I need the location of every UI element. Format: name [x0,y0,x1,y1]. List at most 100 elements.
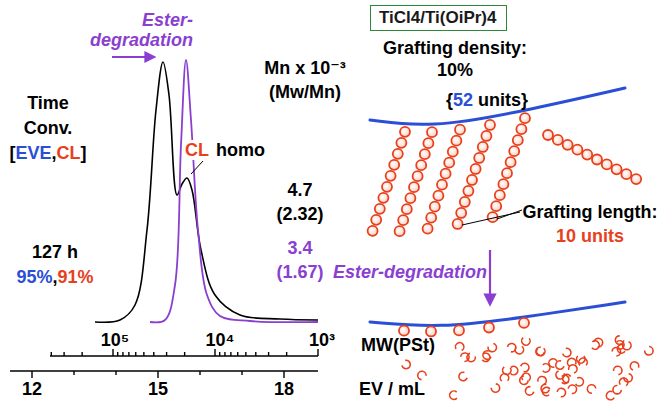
cl-unit [481,131,491,141]
cl-unit [423,224,433,234]
cl-unit [368,226,378,236]
cl-unit [402,204,412,214]
cl-unit [519,318,529,328]
axis-note: Time [27,93,69,113]
annotation: 10% [437,60,473,80]
cl-unit [572,145,582,155]
cl-fragment [614,335,625,346]
tick [317,349,318,356]
axis-title: MW(PSt) [361,335,435,355]
cl-fragment [594,337,605,348]
label-part: 52 [453,90,473,110]
cl-unit [426,326,436,336]
cl-unit [502,168,512,178]
cl-unit [416,160,426,170]
cl-unit [386,171,396,181]
cl-unit [451,136,461,146]
cl-unit [498,179,508,189]
cl-unit [430,202,440,212]
label-part: , [52,143,57,163]
cl-fragment [547,357,557,368]
cl-unit [612,164,622,174]
cl-fragment [515,346,525,354]
tick [268,352,269,356]
tick [81,352,82,356]
tick [286,352,287,356]
tick-label: 10³ [309,330,335,350]
cl-fragment [534,346,545,357]
cl-unit [456,208,466,218]
time-value: 127 h [32,242,78,262]
cl-unit [455,125,465,135]
tick [157,371,158,378]
cl-unit [444,158,454,168]
tick-label: 10⁴ [206,330,235,350]
leader-line [191,161,203,174]
cl-unit [405,193,415,203]
cl-fragment [455,342,465,351]
cl-unit [441,169,451,179]
cl-unit [520,113,530,123]
cl-unit [423,138,433,148]
cl-unit [506,157,516,167]
cl-unit [491,201,501,211]
tick [245,352,246,356]
cl-fragment [511,366,518,375]
mn-value: 4.7 [287,180,312,200]
cl-fragment [592,341,600,350]
shift-arrow [112,56,154,58]
cl-fragment [450,391,457,400]
ev-axis [10,370,318,371]
tick [199,371,200,375]
axis-note: Conv. [24,118,73,138]
label-part: { [446,90,453,110]
tick [255,352,256,356]
mn-value: 3.4 [287,238,312,258]
cl-fragment [575,377,584,387]
cl-unit [393,149,403,159]
cl-unit [467,175,477,185]
cl-unit [378,193,388,203]
cl-unit [471,164,481,174]
label-group: 95%,91% [16,267,93,287]
cl-unit [478,142,488,152]
cl-unit [448,147,458,157]
label-part: CL [184,140,210,160]
tick [31,371,32,378]
label-part: , [52,267,57,287]
cl-unit [495,190,505,200]
label-part: 91% [58,267,94,287]
cl-unit [426,213,436,223]
cl-fragment [611,385,622,396]
cl-unit [437,180,447,190]
tick [128,352,129,356]
cl-fragment [644,346,655,357]
tick [135,352,136,356]
cl-unit [463,186,473,196]
label-group: {52units} [446,90,528,110]
cl-unit [582,150,592,160]
leader-line [497,210,522,219]
label-part: homo [215,140,266,160]
label-part: units} [478,90,528,110]
cl-fragment [524,386,535,397]
cl-unit [553,135,563,145]
tick [283,371,284,378]
tick [224,352,225,356]
cl-unit [375,204,385,214]
cl-fragment [586,383,597,394]
cl-unit [484,322,494,332]
cl-unit [621,169,631,179]
cl-fragment [629,361,640,371]
cl-unit [454,325,464,335]
tick-label: 15 [148,379,168,399]
annotation: 10 units [556,226,624,246]
cl-fragment [520,362,530,373]
tick [73,371,74,375]
cl-unit [433,191,443,201]
cl-unit [516,124,526,134]
cl-fragment [556,387,567,398]
cl-unit [413,171,423,181]
cl-unit [474,153,484,163]
